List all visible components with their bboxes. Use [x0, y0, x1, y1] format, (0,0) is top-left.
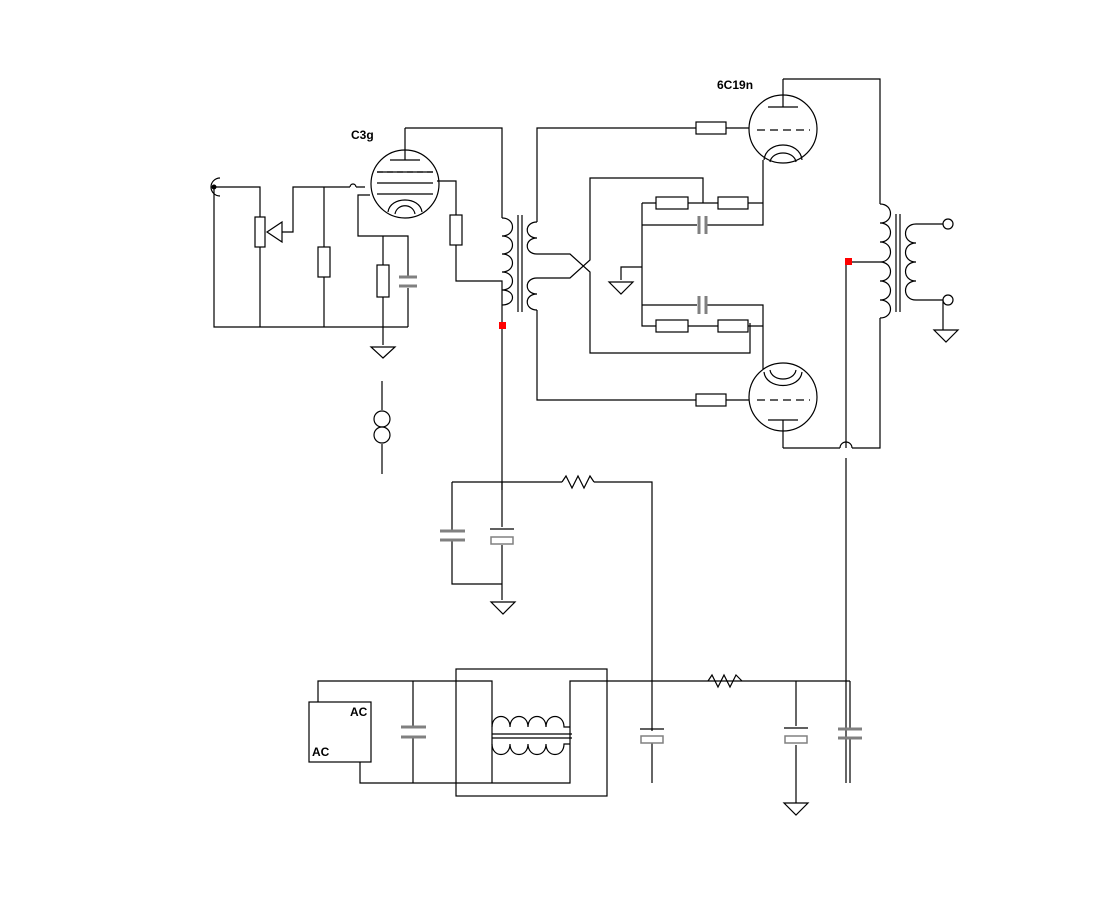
grid-stopper-bottom	[695, 393, 727, 407]
smoothing-electrolytic-capacitor	[784, 727, 808, 744]
plate-wires	[405, 127, 503, 490]
preamp-electrolytic-capacitor	[490, 528, 514, 545]
interstage-transformer	[501, 215, 538, 312]
cathode-wires	[357, 194, 409, 345]
bias-resistor-4	[717, 319, 749, 333]
ground-symbol-supply	[782, 802, 810, 816]
ground-symbol-output	[932, 329, 960, 343]
bypass-capacitor	[838, 727, 862, 740]
ac-label-bottom: AC	[312, 745, 330, 759]
node-marker-interstage	[499, 322, 506, 329]
preamp-filter-capacitor	[440, 529, 465, 542]
node-marker-output	[845, 258, 852, 265]
cathode-resistor	[376, 264, 390, 298]
ground-symbol-preamp	[489, 601, 517, 615]
preamp-dropping-resistor	[561, 474, 595, 490]
output-transformer	[846, 203, 917, 319]
ac-source	[308, 701, 372, 763]
bias-resistor-2	[717, 196, 749, 210]
volume-potentiometer	[254, 216, 283, 248]
grid-resistor	[317, 246, 331, 278]
heater-symbol	[373, 381, 391, 474]
bias-resistor-1	[655, 196, 689, 210]
mains-wires	[317, 680, 851, 803]
screen-resistor	[449, 214, 463, 246]
output-tube-top	[748, 79, 818, 164]
preamp-supply-wires	[451, 481, 653, 720]
power-transformer	[491, 715, 572, 756]
bias-network-wires	[620, 160, 764, 375]
cathode-capacitor	[399, 275, 417, 288]
output-tubes-label: 6C19n	[717, 78, 753, 92]
speaker-terminal-wires	[916, 223, 944, 330]
main-dropping-resistor	[707, 673, 743, 689]
input-tube-label: C3g	[351, 128, 374, 142]
ground-symbol-bias	[607, 281, 635, 295]
output-plate-wires	[783, 78, 881, 783]
grid-stopper-top	[695, 121, 727, 135]
input-tube-c3g	[370, 128, 440, 219]
ac-label-top: AC	[350, 705, 368, 719]
speaker-terminal-hot	[942, 218, 954, 230]
speaker-terminal-ground	[942, 294, 954, 306]
bias-resistor-3	[655, 319, 689, 333]
ground-symbol-input	[369, 346, 397, 359]
grid-wire-hop	[349, 183, 357, 188]
b-plus-hop	[839, 441, 853, 449]
grid-stopper-wires	[726, 127, 756, 401]
interstage-secondary-wires	[536, 127, 751, 401]
mains-capacitor	[401, 725, 426, 739]
input-wires	[213, 186, 408, 328]
output-tube-bottom	[748, 362, 818, 448]
power-transformer-frame	[455, 668, 608, 797]
bias-capacitor-top	[697, 216, 708, 234]
bias-capacitor-bottom	[697, 296, 708, 314]
reservoir-electrolytic-capacitor	[640, 728, 664, 744]
